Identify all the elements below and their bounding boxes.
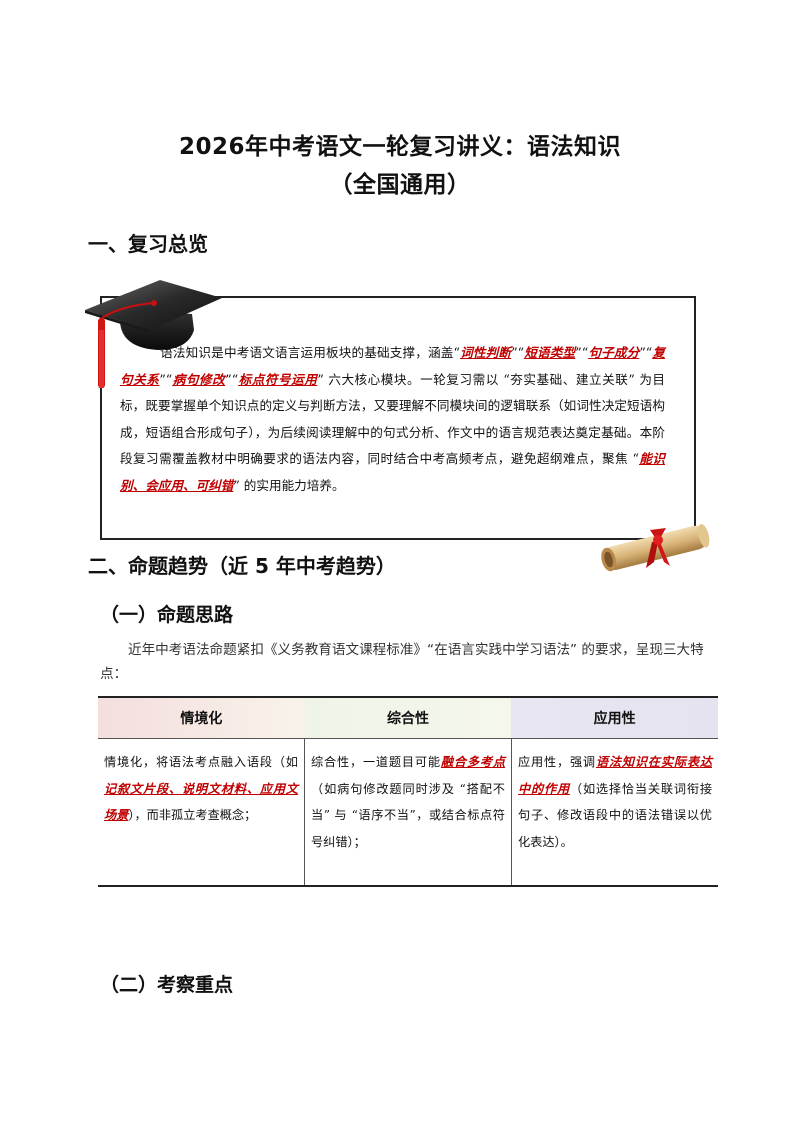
quote-sep: ”“ bbox=[511, 345, 525, 360]
approach-paragraph-text: 近年中考语法命题紧扣《义务教育语文课程标准》“在语言实践中学习语法” 的要求，呈… bbox=[100, 642, 704, 682]
quote-sep: ”“ bbox=[639, 345, 653, 360]
cell-text: （如选择恰当关联词衔接句子、修改语段中的语法错误以优化表达）。 bbox=[518, 781, 713, 849]
keyword-sentence-components: 句子成分 bbox=[588, 345, 640, 360]
table-top-rule bbox=[98, 696, 718, 698]
approach-paragraph: 近年中考语法命题紧扣《义务教育语文课程标准》“在语言实践中学习语法” 的要求，呈… bbox=[100, 638, 710, 686]
table-column-divider bbox=[304, 739, 305, 885]
keyword-sentence-correction: 病句修改 bbox=[172, 371, 226, 387]
features-table: 情境化 综合性 应用性 情境化，将语法考点融入语段（如记叙文片段、说明文材料、应… bbox=[98, 696, 719, 887]
overview-text-part2: ” 六大核心模块。一轮复习需以 “夯实基础、建立关联” 为目标，既要掌握单个知识… bbox=[120, 371, 666, 467]
overview-text-part3: ” 的实用能力培养。 bbox=[233, 477, 345, 493]
cell-keyword: 记叙文片段、说明文材料、应用文场景 bbox=[104, 781, 298, 823]
subheading-key-points: （二）考察重点 bbox=[100, 974, 234, 996]
keyword-phrase-type: 短语类型 bbox=[524, 345, 576, 360]
table-cell-comprehensive: 综合性，一道题目可能融合多考点 （如病句修改题同时涉及 “搭配不当” 与 “语序不… bbox=[305, 739, 511, 885]
doc-subtitle: （全国通用） bbox=[329, 172, 471, 198]
keyword-complex-sentence: 复句关系 bbox=[120, 345, 665, 387]
cell-text: ），而非孤立考查概念； bbox=[128, 808, 257, 822]
quote-sep: ”“ bbox=[159, 371, 173, 387]
table-column-divider bbox=[511, 739, 512, 885]
subheading-approach: （一）命题思路 bbox=[100, 604, 234, 626]
cell-keyword: 语法知识在实际表达中的作用 bbox=[518, 755, 713, 796]
table-header-comprehensive: 综合性 bbox=[304, 698, 512, 738]
cell-keyword: 融合多考点 bbox=[440, 755, 506, 769]
overview-text: 语法知识是中考语文语言运用板块的基础支撑，涵盖“词性判断”“短语类型”“句子成分… bbox=[120, 340, 665, 499]
overview-box-left-edge bbox=[100, 296, 102, 540]
section-heading-trends: 二、命题趋势（近 5 年中考趋势） bbox=[88, 554, 396, 578]
quote-sep: ”“ bbox=[575, 345, 589, 360]
keyword-abilities: 能识别、会应用、可纠错 bbox=[120, 451, 665, 493]
table-header-situational: 情境化 bbox=[98, 698, 305, 738]
cell-text: 综合性，一道题目可能 bbox=[311, 755, 441, 769]
overview-text-part1: 语法知识是中考语文语言运用板块的基础支撑，涵盖“ bbox=[160, 345, 460, 360]
keyword-punctuation: 标点符号运用 bbox=[238, 371, 318, 387]
table-row: 情境化，将语法考点融入语段（如记叙文片段、说明文材料、应用文场景），而非孤立考查… bbox=[98, 739, 718, 885]
section-heading-overview: 一、复习总览 bbox=[88, 232, 208, 256]
table-header-applied: 应用性 bbox=[511, 698, 719, 738]
table-header-row: 情境化 综合性 应用性 bbox=[98, 698, 719, 738]
graduation-cap-icon bbox=[85, 280, 222, 388]
diploma-scroll-icon bbox=[601, 524, 710, 572]
table-bottom-rule bbox=[98, 885, 718, 887]
cell-text: 应用性，强调 bbox=[518, 755, 596, 769]
overview-box bbox=[100, 296, 696, 540]
table-cell-situational: 情境化，将语法考点融入语段（如记叙文片段、说明文材料、应用文场景），而非孤立考查… bbox=[98, 739, 304, 885]
cell-text: （如病句修改题同时涉及 “搭配不当” 与 “语序不当”，或结合标点符号纠错）； bbox=[311, 781, 505, 849]
quote-sep: ”“ bbox=[225, 371, 239, 387]
keyword-word-class: 词性判断 bbox=[460, 345, 512, 360]
doc-title: 2026年中考语文一轮复习讲义：语法知识 bbox=[178, 134, 621, 160]
cell-text: 情境化，将语法考点融入语段（如 bbox=[104, 755, 298, 769]
table-cell-applied: 应用性，强调语法知识在实际表达中的作用（如选择恰当关联词衔接句子、修改语段中的语… bbox=[512, 739, 718, 885]
table-header-rule bbox=[98, 738, 718, 739]
